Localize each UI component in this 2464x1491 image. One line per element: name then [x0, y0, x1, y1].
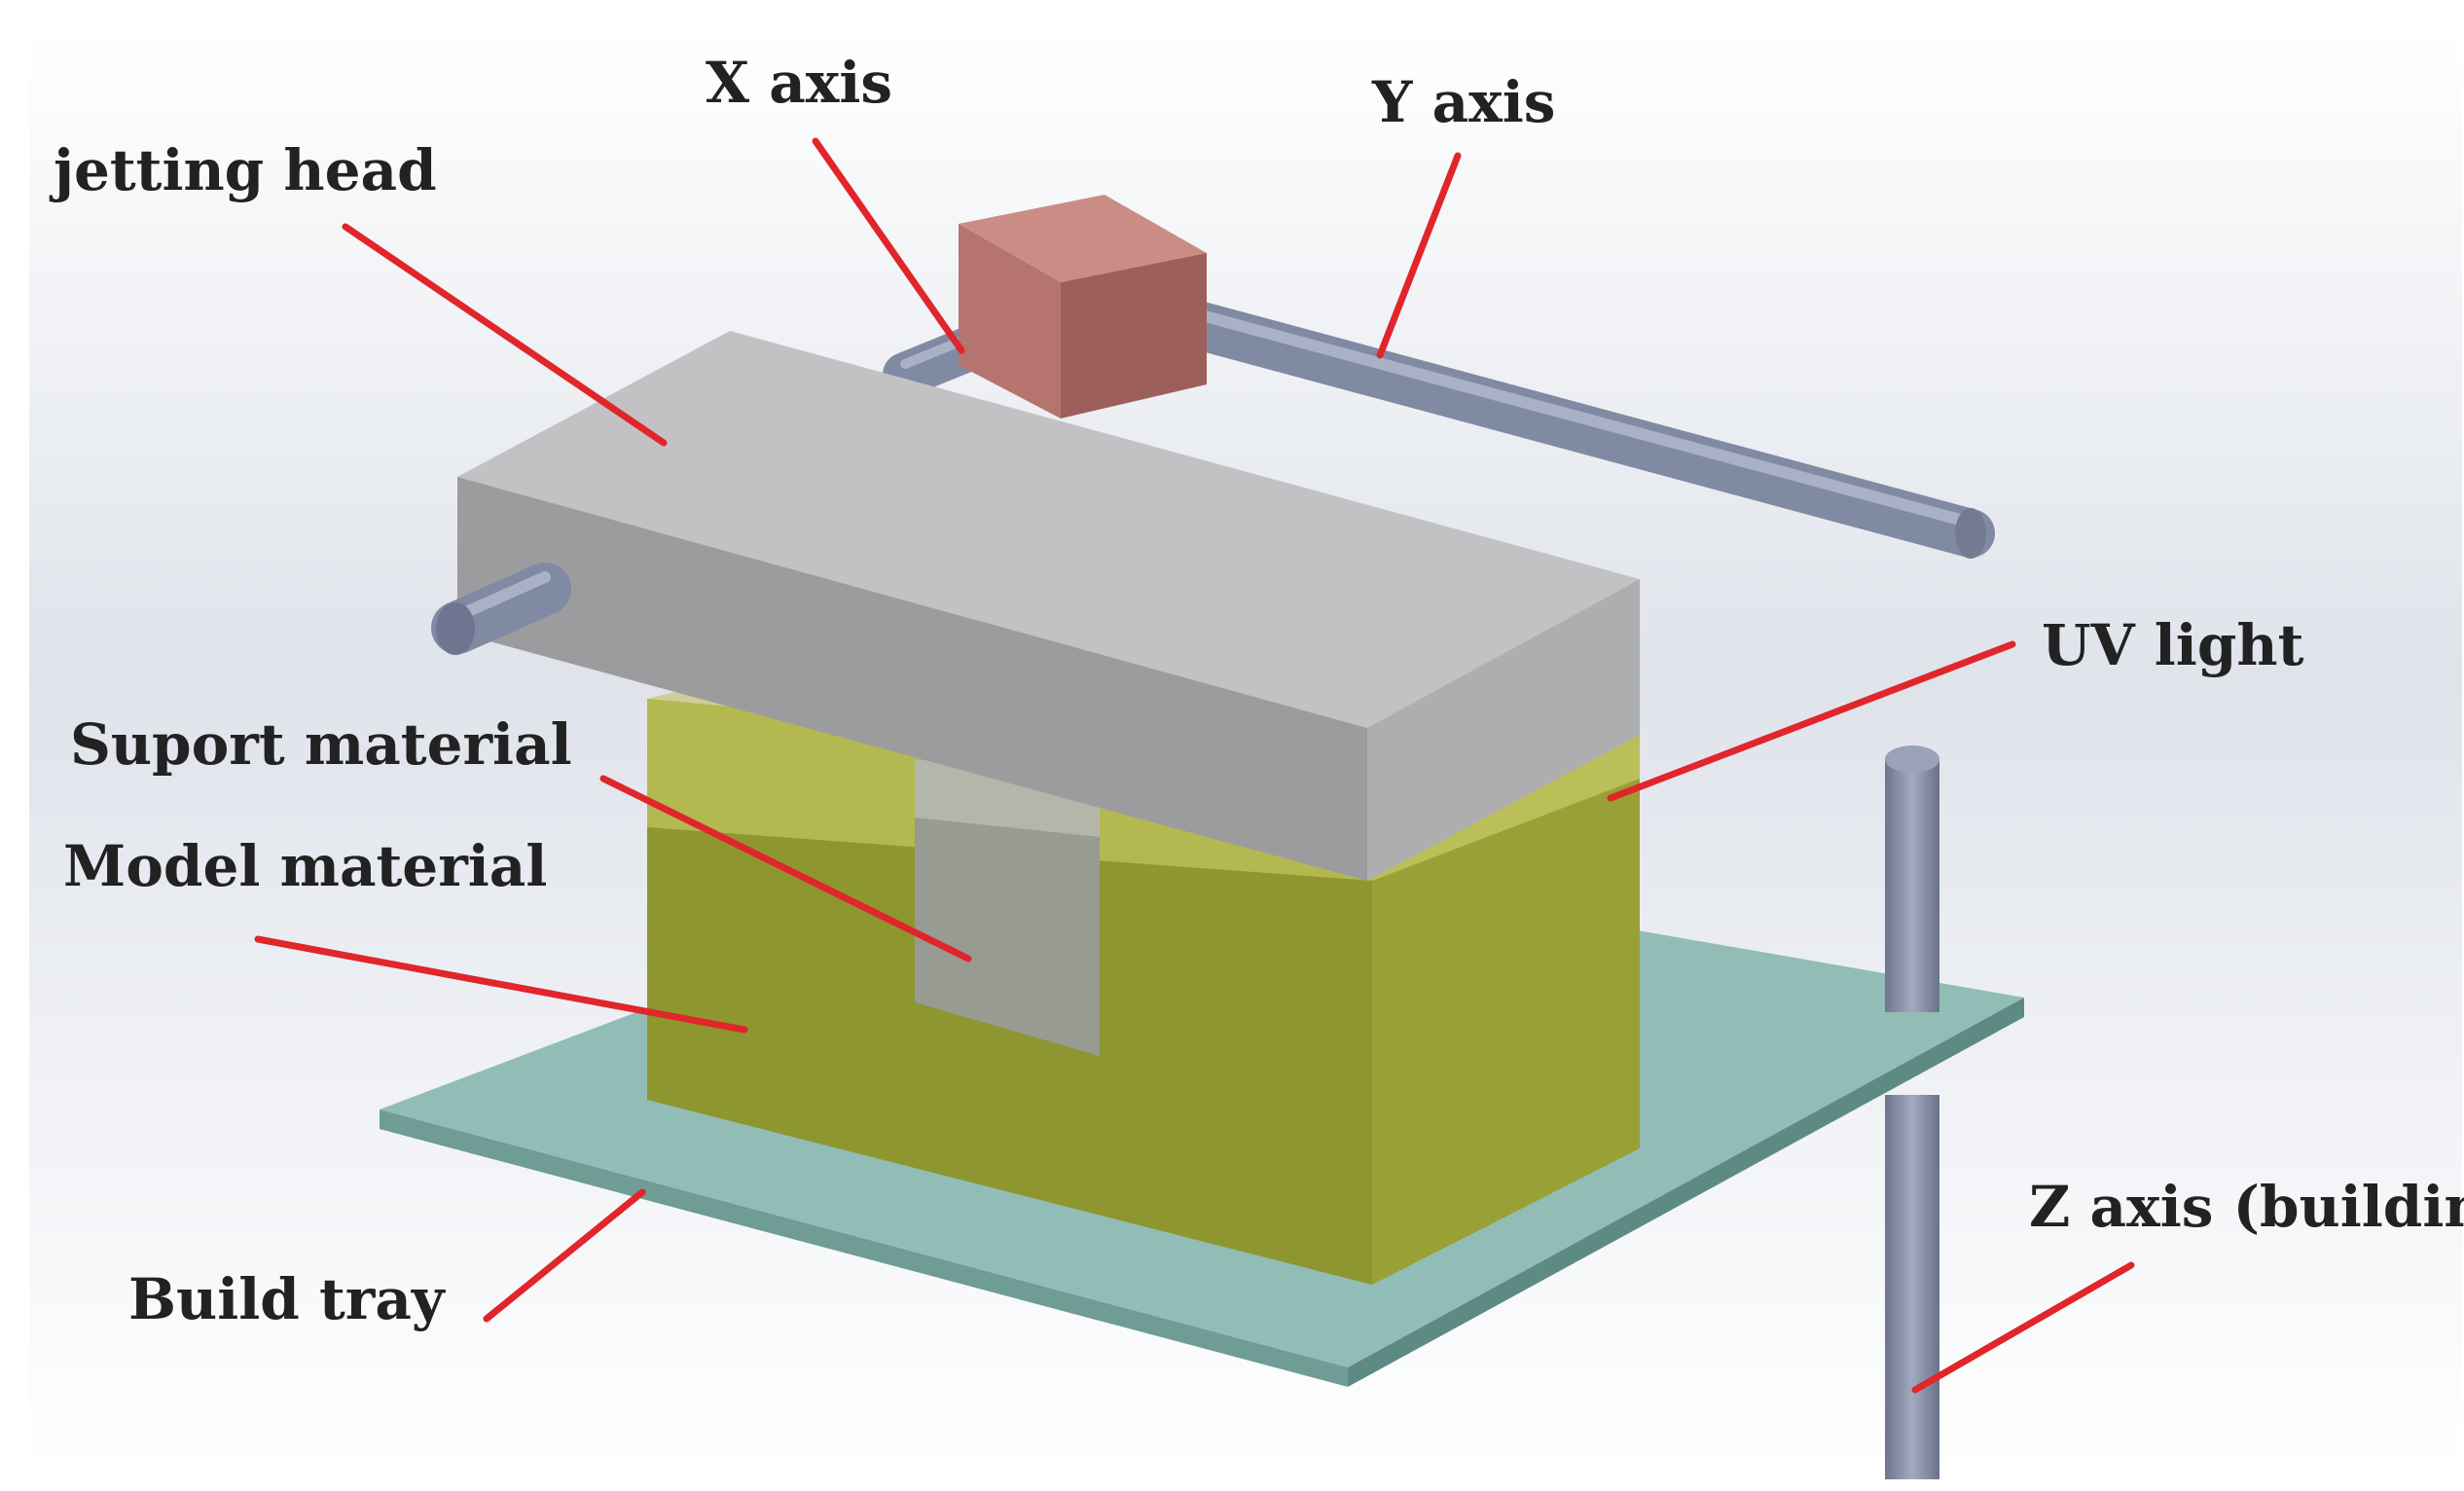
label-model-material: Model material [63, 833, 547, 899]
label-build-tray: Build tray [128, 1266, 447, 1332]
label-y-axis: Y axis [1371, 69, 1555, 135]
x-axis-rod-front [431, 563, 571, 655]
label-support-material: Suport material [70, 711, 572, 778]
leader-z-axis [1911, 1261, 2135, 1394]
leader-build-tray [483, 1188, 646, 1323]
leader-model-material [254, 935, 748, 1034]
leader-lines [254, 137, 2135, 1394]
leader-y-axis [1376, 152, 1462, 359]
label-z-axis: Z axis (building) [2029, 1174, 2464, 1240]
leader-jetting-head [342, 223, 668, 447]
leader-x-axis [812, 137, 965, 354]
leader-support-material [599, 775, 972, 963]
label-uv-light: UV light [2042, 612, 2304, 678]
z-axis-rod [1885, 746, 1939, 1479]
labels: X axis Y axis jetting head UV light Supo… [49, 50, 2464, 1332]
support-material-block [915, 759, 1100, 1056]
jetting-head [457, 331, 1640, 881]
label-x-axis: X axis [706, 50, 892, 116]
carriage-block [959, 195, 1207, 418]
y-axis-rod [1134, 290, 1995, 559]
label-jetting-head: jetting head [49, 137, 437, 203]
leader-uv-light [1607, 640, 2016, 802]
